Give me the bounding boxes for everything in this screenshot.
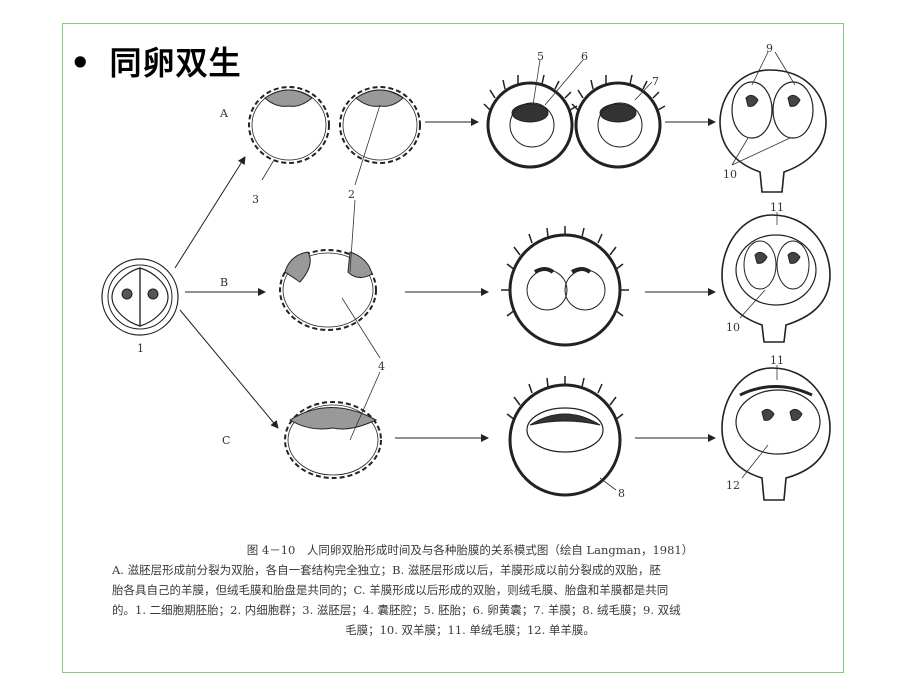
label-2: 2 <box>348 188 355 201</box>
row-c-blastocyst <box>284 401 382 479</box>
caption-line-2: 胎各具自己的羊膜，但绒毛膜和胎盘是共同的；C. 羊膜形成以后形成的双胎，则绒毛膜… <box>112 583 669 597</box>
label-1: 1 <box>137 342 144 355</box>
slide-title: • 同卵双生 <box>70 38 241 84</box>
row-b-uterus <box>721 214 831 343</box>
label-3: 3 <box>252 193 259 206</box>
caption-line-4: 毛膜；10. 双羊膜；11. 单绒毛膜；12. 单羊膜。 <box>345 623 595 637</box>
row-a-chorionic-sacs <box>483 74 666 169</box>
caption-title: 图 4－10 人同卵双胎形成时间及与各种胎膜的关系模式图（绘自 Langman，… <box>246 543 694 557</box>
title-text: 同卵双生 <box>109 44 242 82</box>
label-6: 6 <box>581 50 588 63</box>
label-4: 4 <box>378 360 385 373</box>
label-8: 8 <box>618 487 625 500</box>
figure-caption: 图 4－10 人同卵双胎形成时间及与各种胎膜的关系模式图（绘自 Langman，… <box>112 540 828 640</box>
branch-arrows <box>174 118 716 442</box>
row-b-chorionic-sac <box>501 226 629 347</box>
label-9: 9 <box>766 42 773 55</box>
caption-line-3: 的。1. 二细胞期胚胎；2. 内细胞群；3. 滋胚层；4. 囊胚腔；5. 胚胎；… <box>112 603 681 617</box>
slide-frame <box>62 23 844 673</box>
label-11a: 11 <box>770 201 784 214</box>
row-c-uterus <box>721 367 831 501</box>
label-7: 7 <box>652 75 659 88</box>
row-label-b: B <box>220 276 228 289</box>
label-10a: 10 <box>723 168 737 181</box>
row-c-chorionic-sac <box>506 376 624 497</box>
label-5: 5 <box>537 50 544 63</box>
row-label-c: C <box>222 434 230 447</box>
label-11b: 11 <box>770 354 784 367</box>
leader-lines <box>261 51 796 491</box>
label-12: 12 <box>726 479 740 492</box>
row-a-blastocysts <box>248 86 421 164</box>
row-b-blastocyst <box>279 249 377 331</box>
bullet-marker: • <box>70 44 92 82</box>
row-label-a: A <box>219 107 229 120</box>
two-cell-embryo <box>101 258 179 336</box>
caption-line-1: A. 滋胚层形成前分裂为双胎，各自一套结构完全独立；B. 滋胚层形成以后，羊膜形… <box>112 563 661 577</box>
label-10b: 10 <box>726 321 740 334</box>
figure-labels: A B C 1 2 3 4 5 6 7 8 9 10 10 11 11 12 <box>137 42 784 500</box>
row-a-uterus <box>719 69 827 193</box>
